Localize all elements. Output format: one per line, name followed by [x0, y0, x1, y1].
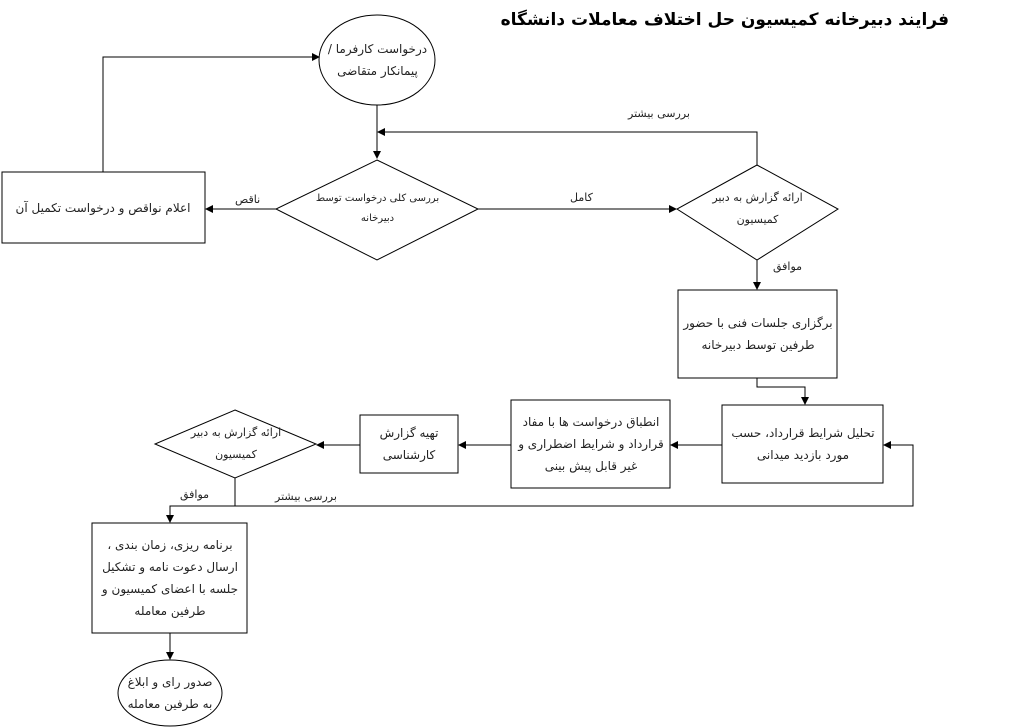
start-node-text: درخواست کارفرما / پیمانکار متقاضی	[327, 42, 428, 78]
report1-text: ارائه گزارش به دبیر کمیسیون	[712, 191, 803, 226]
label-complete: کامل	[570, 191, 593, 204]
label-incomplete: ناقص	[235, 193, 261, 206]
review-decision	[274, 159, 480, 261]
matching-text: انطباق درخواست ها با مفاد قرارداد و شرای…	[518, 415, 664, 473]
edge-agree2	[166, 505, 235, 523]
edge-more-review2	[234, 441, 914, 507]
deficiency-text: اعلام نواقص و درخواست تکمیل آن	[15, 200, 191, 215]
expert-text: تهیه گزارش کارشناسی	[379, 426, 439, 462]
end-node	[117, 659, 223, 727]
edge-more-review1	[377, 128, 758, 165]
expert-box	[359, 414, 459, 474]
edge-meetings-analysis	[756, 378, 809, 405]
label-more-review1: بررسی بیشتر	[628, 107, 690, 120]
matching-box	[510, 399, 671, 489]
meetings-box	[677, 289, 838, 379]
analysis-text: تحلیل شرایط قرارداد، حسب مورد بازدید مید…	[731, 426, 875, 462]
label-agree2: موافق	[180, 488, 210, 501]
diagram-title: فرایند دبیرخانه کمیسیون حل اختلاف معاملا…	[500, 10, 950, 30]
planning-box	[91, 522, 248, 634]
review-decision-text: بررسی کلی درخواست توسط دبیرخانه	[315, 193, 440, 224]
report2-text: ارائه گزارش به دبیر کمیسیون	[190, 426, 282, 461]
label-more-review2: بررسی بیشتر	[275, 490, 337, 503]
planning-text: برنامه ریزی، زمان بندی ، ارسال دعوت نامه…	[101, 538, 239, 618]
edge-deficiency-start	[102, 53, 320, 172]
analysis-box	[721, 404, 884, 484]
meetings-text: برگزاری جلسات فنی با حضور طرفین توسط دبی…	[683, 316, 833, 352]
end-node-text: صدور رای و ابلاغ به طرفین معامله	[127, 675, 213, 711]
label-agree1: موافق	[773, 260, 803, 273]
